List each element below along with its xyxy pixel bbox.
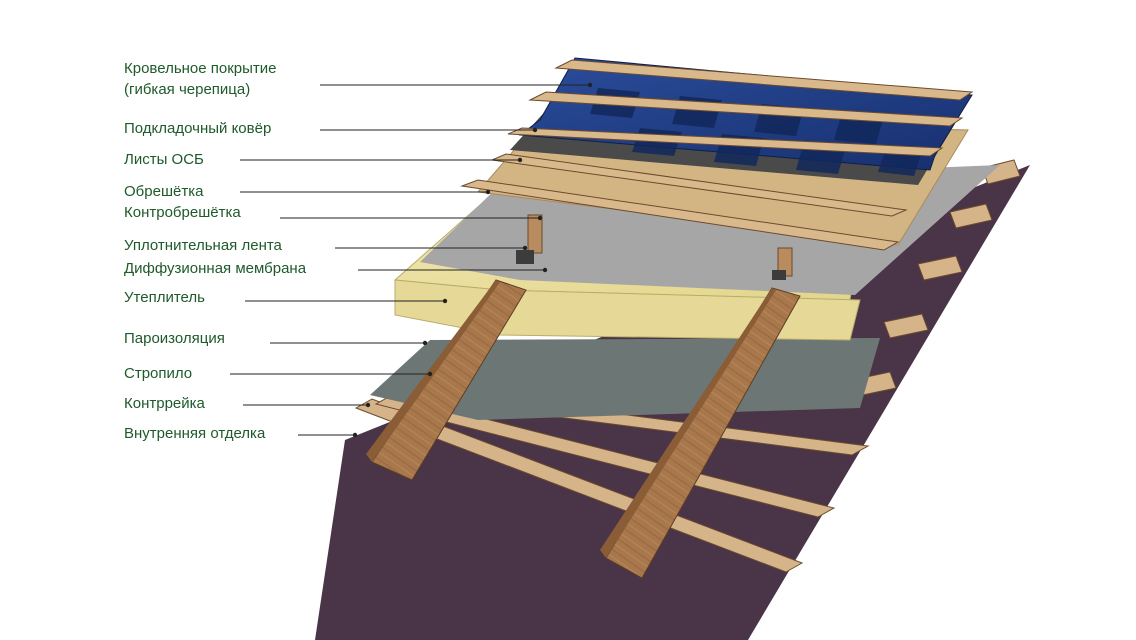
leader-dots (352, 82, 593, 438)
leader-dot (587, 82, 593, 88)
counter-rail (949, 203, 993, 229)
batten (460, 179, 900, 251)
battens (460, 59, 974, 251)
rafter (366, 280, 500, 462)
leader-dot (427, 371, 433, 377)
sealing-tape (516, 250, 534, 264)
leader-dot (542, 267, 548, 273)
leader-lines (230, 84, 590, 436)
leader-dot (442, 298, 448, 304)
label-osb: Листы ОСБ (124, 151, 204, 168)
label-sealing-tape: Уплотнительная лента (124, 237, 282, 254)
leader-dot (537, 215, 543, 221)
label-vapor-barrier: Пароизоляция (124, 330, 225, 347)
label-roof-covering-line2: (гибкая черепица) (124, 81, 251, 98)
batten (554, 59, 974, 101)
leader-dot (352, 432, 358, 438)
leader-dot (365, 402, 371, 408)
rafter (600, 288, 776, 558)
leader-dot (517, 157, 523, 163)
counter-batten (527, 214, 543, 254)
label-diffusion-membrane: Диффузионная мембрана (124, 260, 307, 277)
leader-dot (522, 245, 528, 251)
batten (490, 153, 908, 217)
label-counter-batten: Контробрешётка (124, 204, 241, 221)
label-counter-rail: Контррейка (124, 395, 205, 412)
label-rafter: Стропило (124, 365, 193, 382)
counter-rail (917, 255, 963, 281)
label-interior-finish: Внутренняя отделка (124, 425, 266, 442)
leader-dot (485, 189, 491, 195)
label-underlay: Подкладочный ковёр (124, 120, 272, 137)
leader-dot (532, 127, 538, 133)
leader-dot (422, 340, 428, 346)
label-batten: Обрешётка (124, 183, 204, 200)
counter-rail (883, 313, 929, 339)
batten (528, 91, 964, 127)
label-insulation: Утеплитель (124, 289, 205, 306)
label-roof-covering-line1: Кровельное покрытие (124, 60, 277, 77)
sealing-tape (772, 270, 786, 280)
